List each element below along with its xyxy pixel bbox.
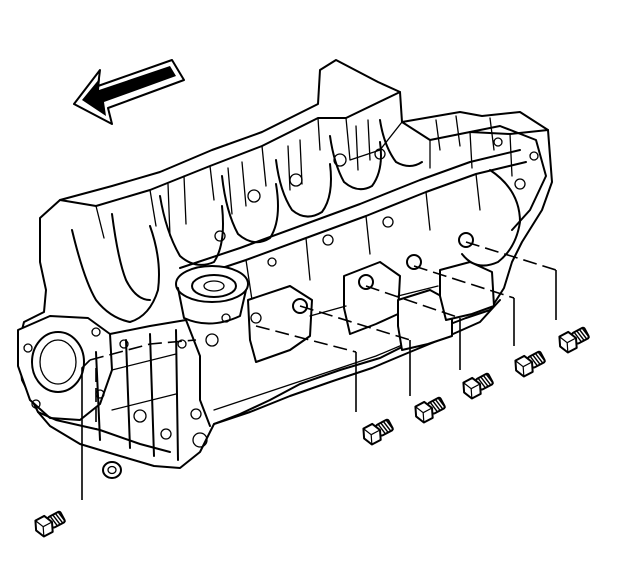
- direction-arrow-icon: [73, 59, 185, 125]
- gallery-plug-bolt-icon: [362, 418, 394, 446]
- gallery-bosses: [205, 232, 495, 363]
- o-ring-seal-icon: [102, 461, 122, 479]
- gallery-plug-bolt-icon: [558, 326, 590, 354]
- engine-block: [17, 59, 553, 469]
- gallery-plug-bolt-icon: [34, 510, 66, 538]
- bolts-layer: [34, 326, 590, 538]
- gallery-plug-bolt-icon: [414, 396, 446, 424]
- gallery-plug-bolt-icon: [514, 350, 546, 378]
- oil-filter-boss: [175, 265, 249, 325]
- gallery-plug-bolt-icon: [462, 372, 494, 400]
- assembly-lead-lines: [81, 241, 557, 500]
